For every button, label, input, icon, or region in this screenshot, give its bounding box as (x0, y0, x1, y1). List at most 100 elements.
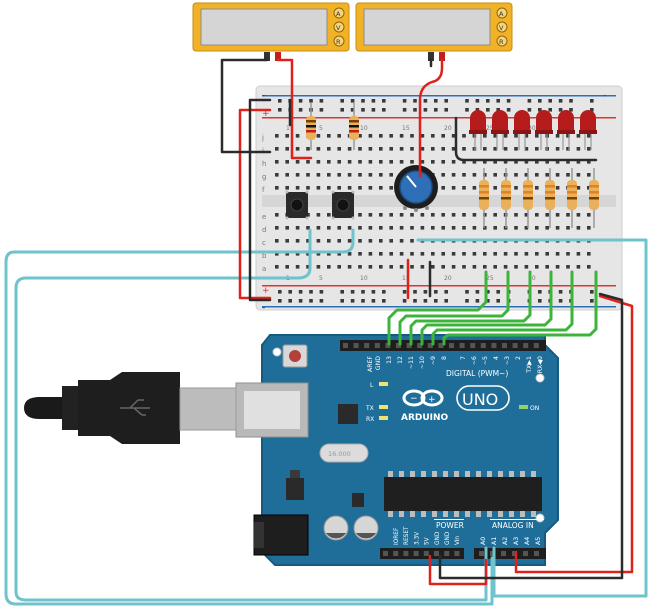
breadboard-hole[interactable] (431, 265, 435, 269)
breadboard-hole[interactable] (472, 173, 477, 177)
power-pin-hole[interactable] (403, 551, 409, 556)
cyan-wire-pot-to-a0[interactable] (416, 238, 648, 598)
breadboard-hole[interactable] (285, 186, 289, 190)
breadboard-hole[interactable] (545, 160, 549, 164)
breadboard-hole[interactable] (410, 265, 414, 269)
breadboard-hole[interactable] (576, 252, 581, 256)
breadboard-hole[interactable] (431, 252, 435, 256)
led-resistor[interactable] (479, 168, 489, 228)
analog-pin-hole[interactable] (501, 551, 506, 556)
breadboard-hole[interactable] (576, 134, 581, 138)
breadboard-hole[interactable] (472, 213, 477, 217)
power-pin-hole[interactable] (393, 551, 399, 556)
breadboard-hole[interactable] (285, 265, 289, 269)
breadboard-hole[interactable] (555, 173, 560, 177)
breadboard-hole[interactable] (337, 226, 341, 230)
rail-hole[interactable] (423, 299, 428, 303)
breadboard-hole[interactable] (347, 160, 352, 164)
breadboard-hole[interactable] (545, 213, 549, 217)
black-wire-meter-left[interactable] (220, 58, 272, 154)
breadboard-hole[interactable] (451, 265, 456, 269)
breadboard-hole[interactable] (503, 147, 508, 151)
breadboard-hole[interactable] (451, 213, 456, 217)
rail-hole[interactable] (496, 299, 500, 303)
rail-hole[interactable] (361, 108, 365, 112)
red-led[interactable] (491, 110, 509, 150)
breadboard-hole[interactable] (358, 265, 362, 269)
breadboard-hole[interactable] (441, 186, 445, 190)
breadboard-hole[interactable] (472, 265, 477, 269)
breadboard-hole[interactable] (295, 160, 300, 164)
digital-pin-hole[interactable] (385, 343, 391, 348)
breadboard-hole[interactable] (524, 226, 529, 230)
breadboard-hole[interactable] (285, 173, 289, 177)
breadboard-hole[interactable] (379, 134, 383, 138)
breadboard-hole[interactable] (493, 147, 497, 151)
breadboard-hole[interactable] (514, 213, 518, 217)
breadboard-hole[interactable] (462, 186, 466, 190)
breadboard-hole[interactable] (358, 252, 362, 256)
rail-hole[interactable] (402, 99, 407, 103)
breadboard-hole[interactable] (368, 186, 373, 190)
green-wire-pin13[interactable] (387, 270, 488, 346)
breadboard-hole[interactable] (503, 252, 508, 256)
rail-hole[interactable] (350, 99, 355, 103)
breadboard-hole[interactable] (566, 252, 570, 256)
breadboard-hole[interactable] (514, 160, 518, 164)
breadboard-hole[interactable] (358, 147, 362, 151)
breadboard-hole[interactable] (514, 186, 518, 190)
breadboard-hole[interactable] (451, 226, 456, 230)
black-wires[interactable] (220, 58, 624, 580)
rail-hole[interactable] (538, 99, 542, 103)
breadboard-hole[interactable] (368, 265, 373, 269)
breadboard-hole[interactable] (576, 186, 581, 190)
rail-hole[interactable] (288, 299, 292, 303)
rail-hole[interactable] (569, 99, 573, 103)
breadboard-hole[interactable] (285, 239, 289, 243)
digital-pin-hole[interactable] (364, 343, 370, 348)
breadboard-hole[interactable] (327, 134, 331, 138)
rail-hole[interactable] (506, 108, 511, 112)
breadboard-hole[interactable] (514, 147, 518, 151)
green-wire-pin10[interactable] (420, 270, 553, 346)
power-pin-hole[interactable] (454, 551, 460, 556)
black-wire-rail[interactable] (248, 98, 272, 302)
digital-pin-hole[interactable] (502, 343, 507, 348)
digital-pin-hole[interactable] (438, 343, 444, 348)
breadboard-hole[interactable] (483, 226, 487, 230)
breadboard-hole[interactable] (503, 134, 508, 138)
breadboard-hole[interactable] (379, 226, 383, 230)
rail-hole[interactable] (423, 290, 428, 294)
black-wire-led-ground[interactable] (454, 116, 598, 162)
breadboard-hole[interactable] (472, 160, 477, 164)
breadboard-hole[interactable] (358, 173, 362, 177)
breadboard-hole[interactable] (316, 265, 321, 269)
breadboard-hole[interactable] (524, 213, 529, 217)
breadboard-hole[interactable] (462, 213, 466, 217)
breadboard-hole[interactable] (524, 265, 529, 269)
breadboard-hole[interactable] (555, 226, 560, 230)
resistor-1[interactable] (306, 103, 316, 150)
breadboard-hole[interactable] (285, 134, 289, 138)
red-wire-5v[interactable] (428, 554, 488, 586)
breadboard-hole[interactable] (566, 173, 570, 177)
rail-hole[interactable] (402, 290, 407, 294)
breadboard-hole[interactable] (368, 160, 373, 164)
breadboard-hole[interactable] (295, 134, 300, 138)
cyan-wire-button2[interactable] (4, 228, 494, 606)
breadboard-hole[interactable] (576, 213, 581, 217)
breadboard-hole[interactable] (368, 173, 373, 177)
breadboard-hole[interactable] (483, 265, 487, 269)
meter-left-mode-v[interactable] (333, 21, 345, 33)
red-wire-meter-right[interactable] (418, 58, 444, 178)
breadboard-hole[interactable] (337, 186, 341, 190)
digital-pin-hole[interactable] (353, 343, 359, 348)
breadboard-hole[interactable] (514, 134, 518, 138)
breadboard-hole[interactable] (410, 160, 414, 164)
rail-hole[interactable] (444, 99, 448, 103)
analog-pin-hole[interactable] (479, 551, 484, 556)
breadboard-hole[interactable] (306, 239, 310, 243)
breadboard-hole[interactable] (483, 160, 487, 164)
breadboard-hole[interactable] (327, 173, 331, 177)
